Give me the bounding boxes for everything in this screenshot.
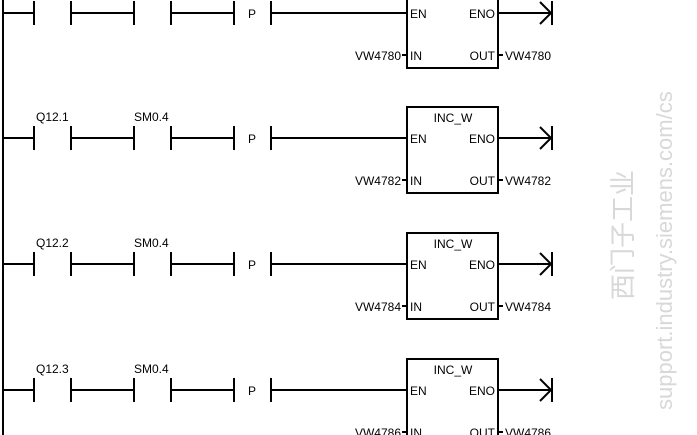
eno-pin: ENO [469,7,495,21]
inc-w-block[interactable] [406,106,499,194]
out-operand: VW4782 [505,174,551,188]
out-operand: VW4786 [505,426,551,435]
edge-label: P [248,132,256,146]
contact-no[interactable] [33,126,72,150]
en-pin: EN [410,7,427,21]
in-pin: IN [410,49,422,63]
rung: Q12.1 SM0.4P INC_W EN ENO IN OUT VW4782 VW4782 [3,106,553,194]
rung: Q12.2 SM0.4P INC_W EN ENO IN OUT VW4784 VW4784 [3,232,553,320]
out-operand: VW4784 [505,300,551,314]
en-pin: EN [410,258,427,272]
edge-label: P [248,384,256,398]
out-pin: OUT [470,49,496,63]
out-pin: OUT [470,174,496,188]
en-pin: EN [410,384,427,398]
in-operand: VW4780 [355,49,401,63]
in-pin: IN [410,174,422,188]
contact-address: SM0.4 [134,362,169,376]
out-pin: OUT [470,426,496,435]
contact-no[interactable] [133,126,172,150]
chevron-right-output-icon [539,126,553,150]
contact-address: Q12.3 [36,362,69,376]
in-operand: VW4784 [355,300,401,314]
watermark-line2: support.industry.siemens.com/cs [652,91,677,410]
in-operand: VW4782 [355,174,401,188]
edge-label: P [248,7,256,21]
contact-no[interactable] [33,1,72,25]
block-title: INC_W [434,363,473,377]
contact-address: Q12.1 [36,110,69,124]
inc-w-block[interactable] [406,358,499,435]
watermark-line1: 西门子工业 [608,170,638,300]
contact-no[interactable] [133,378,172,402]
in-pin: IN [410,426,422,435]
rung: Q12.3 SM0.4P INC_W EN ENO IN OUT VW4786 VW4786 [3,358,553,435]
out-pin: OUT [470,300,496,314]
eno-pin: ENO [469,132,495,146]
inc-w-block[interactable] [406,232,499,320]
in-operand: VW4786 [355,426,401,435]
in-pin: IN [410,300,422,314]
contact-address: Q12.2 [36,236,69,250]
rung: P EN ENO IN OUT VW4780 VW4780 [3,0,553,69]
contact-address: SM0.4 [134,236,169,250]
chevron-right-output-icon [539,378,553,402]
edge-label: P [248,258,256,272]
watermark: 西门子工业 support.industry.siemens.com/cs [608,91,677,410]
en-pin: EN [410,132,427,146]
out-operand: VW4780 [505,49,551,63]
contact-no[interactable] [33,378,72,402]
contact-no[interactable] [133,252,172,276]
chevron-right-output-icon [539,252,553,276]
inc-w-block[interactable] [406,0,499,69]
eno-pin: ENO [469,384,495,398]
contact-address: SM0.4 [134,110,169,124]
chevron-right-output-icon [539,1,553,25]
eno-pin: ENO [469,258,495,272]
block-title: INC_W [434,237,473,251]
contact-no[interactable] [133,1,172,25]
contact-no[interactable] [33,252,72,276]
block-title: INC_W [434,111,473,125]
